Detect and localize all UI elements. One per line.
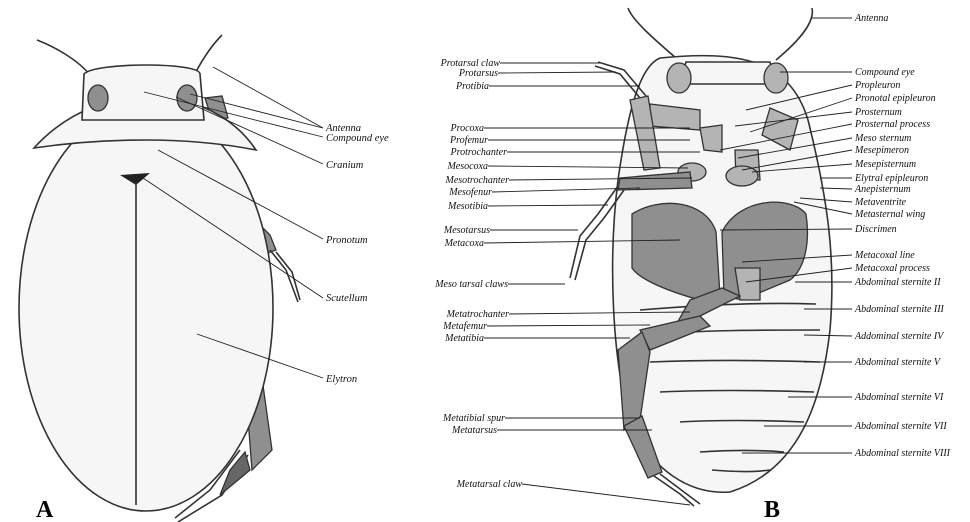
label-abdominal-sternite-vi: Abdominal sternite VI <box>854 392 944 403</box>
dorsal-view-drawing <box>19 35 300 522</box>
label-mesocoxa: Mesocoxa <box>446 161 488 172</box>
label-mesofenur: Mesofenur <box>448 187 492 198</box>
label-metafemur: Metafemur <box>442 321 487 332</box>
label-mesepisternum: Mesepisternum <box>854 159 916 170</box>
label-pronotal-epipleuron: Pronotal epipleuron <box>854 93 936 104</box>
label-anepisternum: Anepisternum <box>854 184 911 195</box>
label-mesotrochanter: Mesotrochanter <box>444 175 509 186</box>
label-meso-sternum: Meso sternum <box>854 133 911 144</box>
label-prosternum: Prosternum <box>854 107 902 118</box>
label-metatarsus: Metatarsus <box>451 425 497 436</box>
label-meso-tarsal-claws: Meso tarsal claws <box>434 279 508 290</box>
label-metasternal-wing: Metasternal wing <box>854 209 925 220</box>
label-mesotarsus: Mesotarsus <box>443 225 490 236</box>
label-abdominal-sternite-iii: Abdominal sternite III <box>854 304 945 315</box>
label-pronotum: Pronotum <box>325 235 368 246</box>
label-scutellum: Scutellum <box>326 293 368 304</box>
label-protarsus: Protarsus <box>458 68 498 79</box>
label-protrochanter: Protrochanter <box>450 147 508 158</box>
label-metacoxal-line: Metacoxal line <box>854 250 915 261</box>
label-profemur: Profemur <box>449 135 488 146</box>
label-b-antenna: Antenna <box>854 13 888 24</box>
ventral-view-drawing <box>570 8 832 506</box>
label-metatarsal-claw: Metatarsal claw <box>456 479 523 490</box>
label-metatibial-spur: Metatibial spur <box>442 413 505 424</box>
label-compound-eye: Compound eye <box>326 133 389 144</box>
label-discrimen: Discrimen <box>854 224 897 235</box>
panel-label-b: B <box>764 497 780 522</box>
label-propleuron: Propleuron <box>854 80 900 91</box>
label-cranium: Cranium <box>326 160 364 171</box>
label-elytral-epipleuron: Elytral epipleuron <box>854 173 928 184</box>
label-metatrochanter: Metatrochanter <box>446 309 510 320</box>
label-abdominal-sternite-v: Abdominal sternite V <box>854 357 942 368</box>
panel-label-a: A <box>36 497 54 522</box>
label-abdominal-sternite-viii: Abdominal sternite VIII <box>854 448 951 459</box>
label-procoxa: Procoxa <box>449 123 484 134</box>
label-abdominal-sternite-ii: Abdominal sternite II <box>854 277 941 288</box>
label-elytron: Elytron <box>325 374 357 385</box>
label-metacoxa: Metacoxa <box>444 238 484 249</box>
label-mesepimeron: Mesepimeron <box>854 145 909 156</box>
label-abdominal-sternite-vii: Abdominal sternite VII <box>854 421 947 432</box>
label-prosternal-process: Prosternal process <box>854 119 930 130</box>
label-b-compound-eye: Compound eye <box>855 67 915 78</box>
label-metatibia: Metatibia <box>444 333 484 344</box>
label-protibia: Protibia <box>455 81 489 92</box>
label-metacoxal-process: Metacoxal process <box>854 263 930 274</box>
label-metaventrite: Metaventrite <box>854 197 907 208</box>
label-mesotibia: Mesotibia <box>447 201 488 212</box>
label-abdominal-sternite-iv: Addominal sternite IV <box>854 331 945 342</box>
